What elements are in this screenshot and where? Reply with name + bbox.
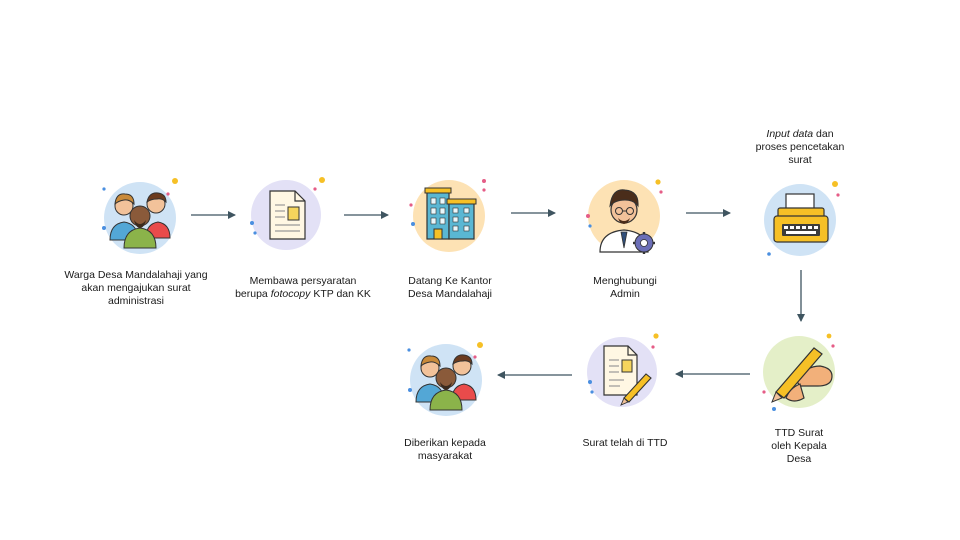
typewriter-icon <box>764 181 840 256</box>
office-building-icon <box>409 179 486 252</box>
label-cetak: Input data dan proses pencetakan surat <box>755 128 845 166</box>
people-group-icon <box>102 178 178 254</box>
label-persyaratan: Membawa persyaratan berupa fotocopy KTP … <box>235 275 371 300</box>
hand-writing-pen-icon <box>762 333 835 411</box>
label-kantor: Datang Ke Kantor Desa Mandalahaji <box>407 275 493 300</box>
admin-person-gear-icon <box>586 179 663 254</box>
document-icon <box>250 177 325 250</box>
label-admin: Menghubungi Admin <box>593 275 657 300</box>
label-warga: Warga Desa Mandalahaji yang akan mengaju… <box>64 269 208 307</box>
label-surat-ttd: Surat telah di TTD <box>582 437 668 449</box>
people-group-icon <box>407 342 483 416</box>
label-ttd-kades: TTD Surat oleh Kepala Desa <box>771 427 827 465</box>
label-diberikan: Diberikan kepada masyarakat <box>404 437 486 462</box>
signed-document-icon <box>587 333 659 407</box>
